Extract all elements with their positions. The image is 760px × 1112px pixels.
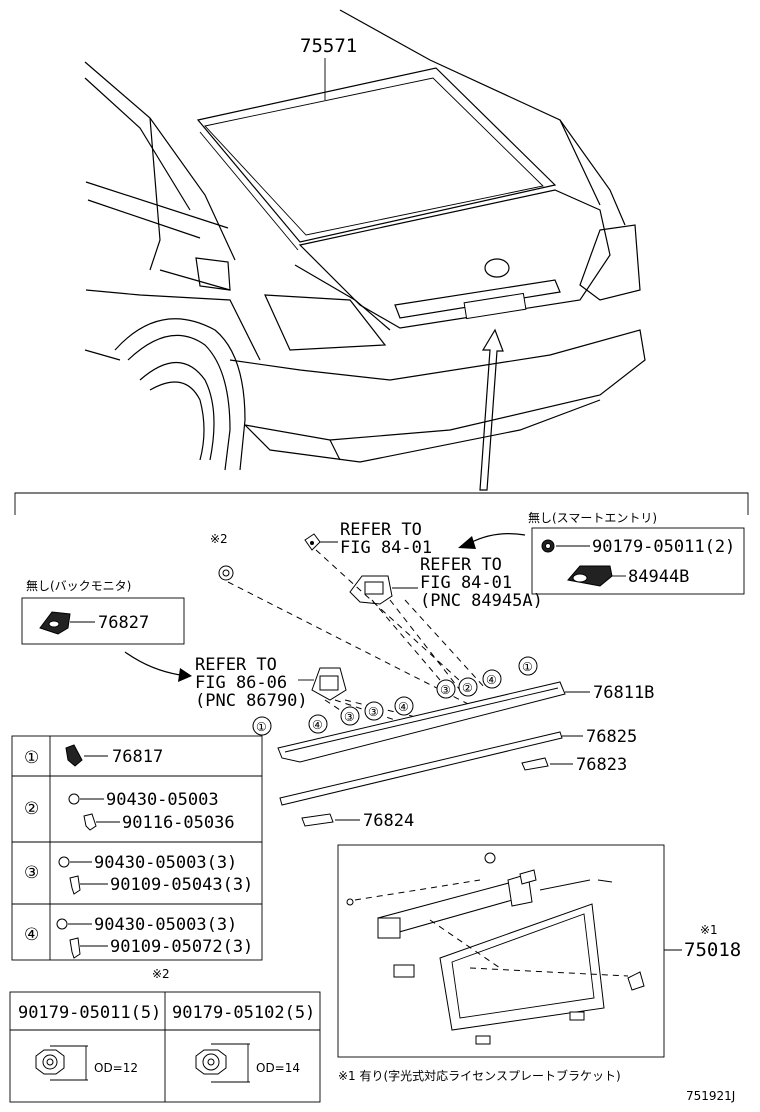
mark1-note: ※1: [700, 923, 718, 937]
nut-header-1: 90179-05011(5): [18, 1003, 161, 1023]
svg-text:90109-05072(3): 90109-05072(3): [110, 937, 253, 957]
car-illustration: [84, 9, 646, 491]
part-75018-label: 75018: [684, 939, 741, 961]
camera-86790-icon: [311, 667, 347, 701]
svg-text:④: ④: [24, 925, 39, 945]
refer-block-2: REFER TO FIG 84-01 (PNC 84945A): [420, 555, 543, 611]
smart-entry-box: [531, 527, 745, 595]
svg-text:FIG 84-01: FIG 84-01: [420, 573, 512, 593]
callout-4-mid: ④: [394, 696, 414, 716]
svg-text:④: ④: [486, 673, 497, 687]
svg-text:④: ④: [312, 718, 323, 732]
svg-text:③: ③: [344, 710, 355, 724]
cover-76827-icon: [39, 611, 71, 635]
svg-text:②: ②: [462, 681, 473, 695]
part-76825-label: 76825: [586, 727, 637, 747]
no-smart-entry-note: 無し(スマートエントリ): [528, 510, 657, 525]
nut-table: 90179-05011(5) 90179-05102(5) OD=12 OD=1…: [9, 991, 321, 1103]
svg-text:(PNC 86790): (PNC 86790): [195, 691, 308, 711]
kit-row-2: ② 90430-05003 90116-05036: [24, 790, 235, 833]
bracket-75018-box: [337, 844, 665, 1058]
part-90179-05011-2-label: 90179-05011(2): [592, 537, 735, 557]
screw-icon: [69, 875, 81, 895]
part-76823-label: 76823: [576, 755, 627, 775]
part-75571-label: 75571: [300, 35, 357, 57]
refer-block-1: REFER TO FIG 84-01: [340, 520, 432, 558]
footnote: ※1 有り(字光式対応ライセンスプレートブラケット): [338, 1068, 621, 1083]
pad-76824-shape: [301, 813, 334, 827]
mark2-table-note: ※2: [152, 967, 170, 981]
handle-84944B-icon: [567, 565, 613, 587]
kit-row-3: ③ 90430-05003(3) 90109-05043(3): [24, 853, 253, 895]
clip-icon: [304, 533, 321, 551]
back-monitor-box: [21, 597, 185, 645]
svg-text:③: ③: [24, 863, 39, 883]
mark2-note: ※2: [210, 532, 228, 546]
svg-text:(PNC 84945A): (PNC 84945A): [420, 591, 543, 611]
washer-icon: [58, 856, 70, 868]
svg-text:FIG 86-06: FIG 86-06: [195, 673, 287, 693]
svg-text:③: ③: [368, 705, 379, 719]
callout-4-low: ④: [308, 714, 328, 734]
kit-row-1: ① 76817: [24, 744, 163, 768]
nut-mark2-icon: [218, 565, 234, 581]
pad-76823-shape: [521, 757, 549, 771]
od-14-label: OD=14: [256, 1061, 300, 1075]
callout-2: ②: [458, 677, 478, 697]
svg-text:90109-05043(3): 90109-05043(3): [110, 875, 253, 895]
kit-row-4: ④ 90430-05003(3) 90109-05072(3): [24, 915, 253, 959]
callout-3-a: ③: [436, 679, 456, 699]
svg-text:REFER TO: REFER TO: [195, 655, 277, 675]
svg-text:90430-05003: 90430-05003: [106, 790, 219, 810]
garnish-76811B-shape: [277, 681, 566, 763]
part-76811B-label: 76811B: [593, 683, 654, 703]
part-76824-label: 76824: [363, 811, 414, 831]
svg-text:④: ④: [398, 700, 409, 714]
callout-4-top: ④: [482, 669, 502, 689]
svg-text:①: ①: [24, 748, 39, 768]
section-bracket: [14, 492, 749, 515]
no-back-monitor-note: 無し(バックモニタ): [26, 578, 131, 593]
nut-header-2: 90179-05102(5): [172, 1003, 315, 1023]
hex-nut-14-icon: [195, 1049, 227, 1075]
svg-text:①: ①: [522, 660, 533, 674]
clip-76817-icon: [65, 744, 83, 767]
nut-90179-icon: [541, 539, 555, 553]
screw-icon: [83, 813, 97, 831]
part-76827-label: 76827: [98, 613, 149, 633]
callout-3-b: ③: [364, 701, 384, 721]
hex-nut-12-icon: [35, 1049, 65, 1075]
callout-3-c: ③: [340, 706, 360, 726]
figure-id: 751921J: [686, 1089, 735, 1103]
washer-icon: [56, 918, 68, 930]
part-84944B-label: 84944B: [628, 567, 689, 587]
svg-text:①: ①: [256, 720, 267, 734]
kit-table: ① 76817 ② 90430-05003 90116-05036 ③ 9043…: [11, 735, 263, 961]
svg-text:90430-05003(3): 90430-05003(3): [94, 853, 237, 873]
svg-text:REFER TO: REFER TO: [340, 520, 422, 540]
strip-76825-shape: [279, 731, 563, 806]
od-12-label: OD=12: [94, 1061, 138, 1075]
svg-text:FIG 84-01: FIG 84-01: [340, 538, 432, 558]
refer-block-3: REFER TO FIG 86-06 (PNC 86790): [195, 655, 308, 711]
callout-1-top: ①: [518, 656, 538, 676]
svg-text:REFER TO: REFER TO: [420, 555, 502, 575]
svg-text:76817: 76817: [112, 747, 163, 767]
svg-text:③: ③: [440, 683, 451, 697]
svg-text:90430-05003(3): 90430-05003(3): [94, 915, 237, 935]
svg-text:②: ②: [24, 799, 39, 819]
switch-84945A-icon: [349, 575, 393, 605]
callout-1-low: ①: [252, 716, 272, 736]
screw-icon: [69, 937, 81, 959]
washer-icon: [68, 793, 80, 805]
svg-text:90116-05036: 90116-05036: [122, 813, 235, 833]
